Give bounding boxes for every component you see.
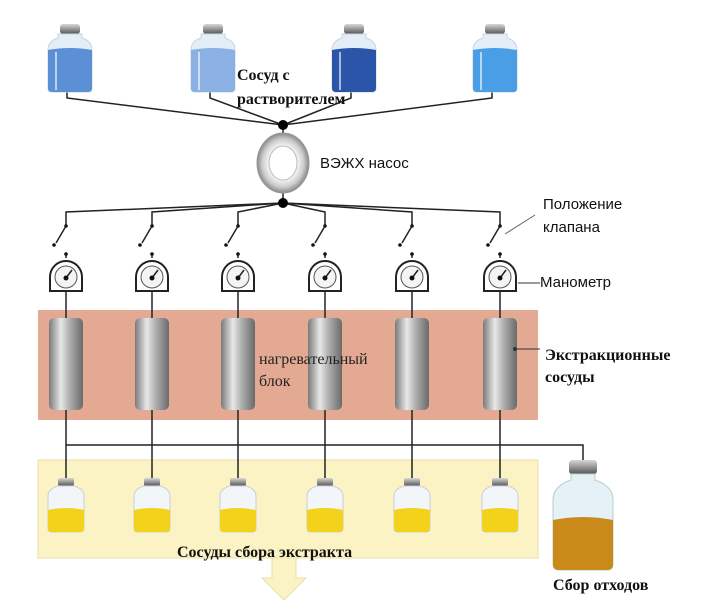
solvent-bottle-icon <box>47 24 93 93</box>
heating-block-label-2: блок <box>259 373 291 390</box>
valve-icon <box>398 224 414 256</box>
valve-label: Положение <box>543 196 622 213</box>
collection-vial-icon <box>219 478 257 533</box>
extraction-label-2: сосуды <box>545 369 595 386</box>
collection-vial-icon <box>481 478 519 533</box>
extraction-cell-icon <box>221 318 255 410</box>
manometer-label: Манометр <box>540 274 611 291</box>
collection-area <box>37 459 539 559</box>
junction-top <box>278 120 288 130</box>
valve-label-2: клапана <box>543 219 601 236</box>
extraction-cell-icon <box>135 318 169 410</box>
waste-label: Сбор отходов <box>553 577 649 594</box>
heating-block <box>38 310 538 420</box>
collection-vial-icon <box>133 478 171 533</box>
extraction-cell-icon <box>483 318 517 410</box>
collection-vial-icon <box>306 478 344 533</box>
valve-pointer <box>504 214 536 235</box>
solvent-vessel-label: Сосуд с <box>237 67 290 84</box>
solvent-bottle-icon <box>331 24 377 93</box>
pump-icon <box>256 132 310 194</box>
manometer-icon <box>308 260 342 292</box>
waste-bottle-icon <box>552 460 614 571</box>
manometer-icon <box>221 260 255 292</box>
solvent-vessel-label-2: растворителем <box>237 91 346 108</box>
extraction-cell-icon <box>49 318 83 410</box>
manometer-icon <box>49 260 83 292</box>
manometer-icon <box>135 260 169 292</box>
solvent-bottle-icon <box>190 24 236 93</box>
valve-icon <box>138 224 154 256</box>
valve-icon <box>486 224 502 256</box>
junction-bottom <box>278 198 288 208</box>
manometer-icon <box>395 260 429 292</box>
manometer-icon <box>483 260 517 292</box>
solvent-bottle-icon <box>472 24 518 93</box>
valve-icon <box>52 224 68 256</box>
collection-vial-icon <box>393 478 431 533</box>
extraction-label: Экстракционные <box>545 347 670 364</box>
collection-vial-icon <box>47 478 85 533</box>
pump-label: ВЭЖХ насос <box>320 155 409 172</box>
extraction-cell-icon <box>395 318 429 410</box>
valve-icon <box>311 224 327 256</box>
valve-icon <box>224 224 240 256</box>
arrow-down-icon <box>260 557 308 600</box>
heating-block-label: нагревательный <box>259 351 368 368</box>
collection-label: Сосуды сбора экстракта <box>177 544 352 561</box>
extraction-cell-icon <box>308 318 342 410</box>
